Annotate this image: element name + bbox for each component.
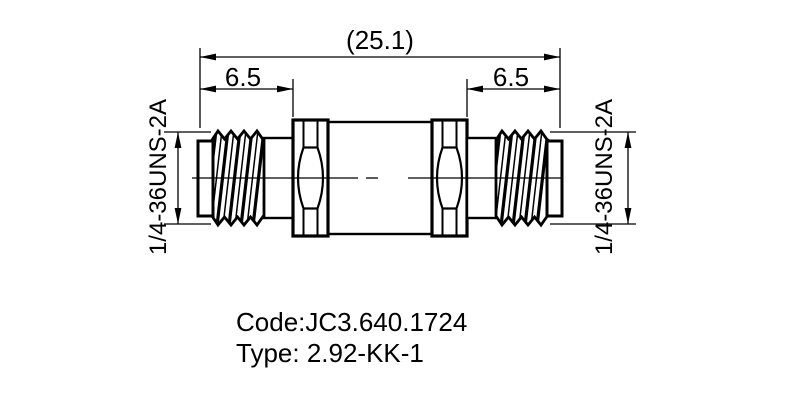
overall-length-label: (25.1) xyxy=(346,25,414,55)
part-code-label: Code:JC3.640.1724 xyxy=(236,307,467,337)
overall-length-dimension: (25.1) xyxy=(199,25,561,128)
right-protrusion-dimension: 6.5 xyxy=(466,62,560,117)
right-thread-dimension: 1/4-36UNS-2A xyxy=(550,99,636,255)
right-thread-spec-label: 1/4-36UNS-2A xyxy=(591,99,618,255)
caption: Code:JC3.640.1724 Type: 2.92-KK-1 xyxy=(236,307,467,368)
left-thread-spec-label: 1/4-36UNS-2A xyxy=(145,99,172,255)
right-protrusion-label: 6.5 xyxy=(493,62,529,92)
left-thread-dimension: 1/4-36UNS-2A xyxy=(145,99,211,255)
part-type-label: Type: 2.92-KK-1 xyxy=(236,338,424,368)
left-protrusion-label: 6.5 xyxy=(225,62,261,92)
left-protrusion-dimension: 6.5 xyxy=(200,62,294,117)
